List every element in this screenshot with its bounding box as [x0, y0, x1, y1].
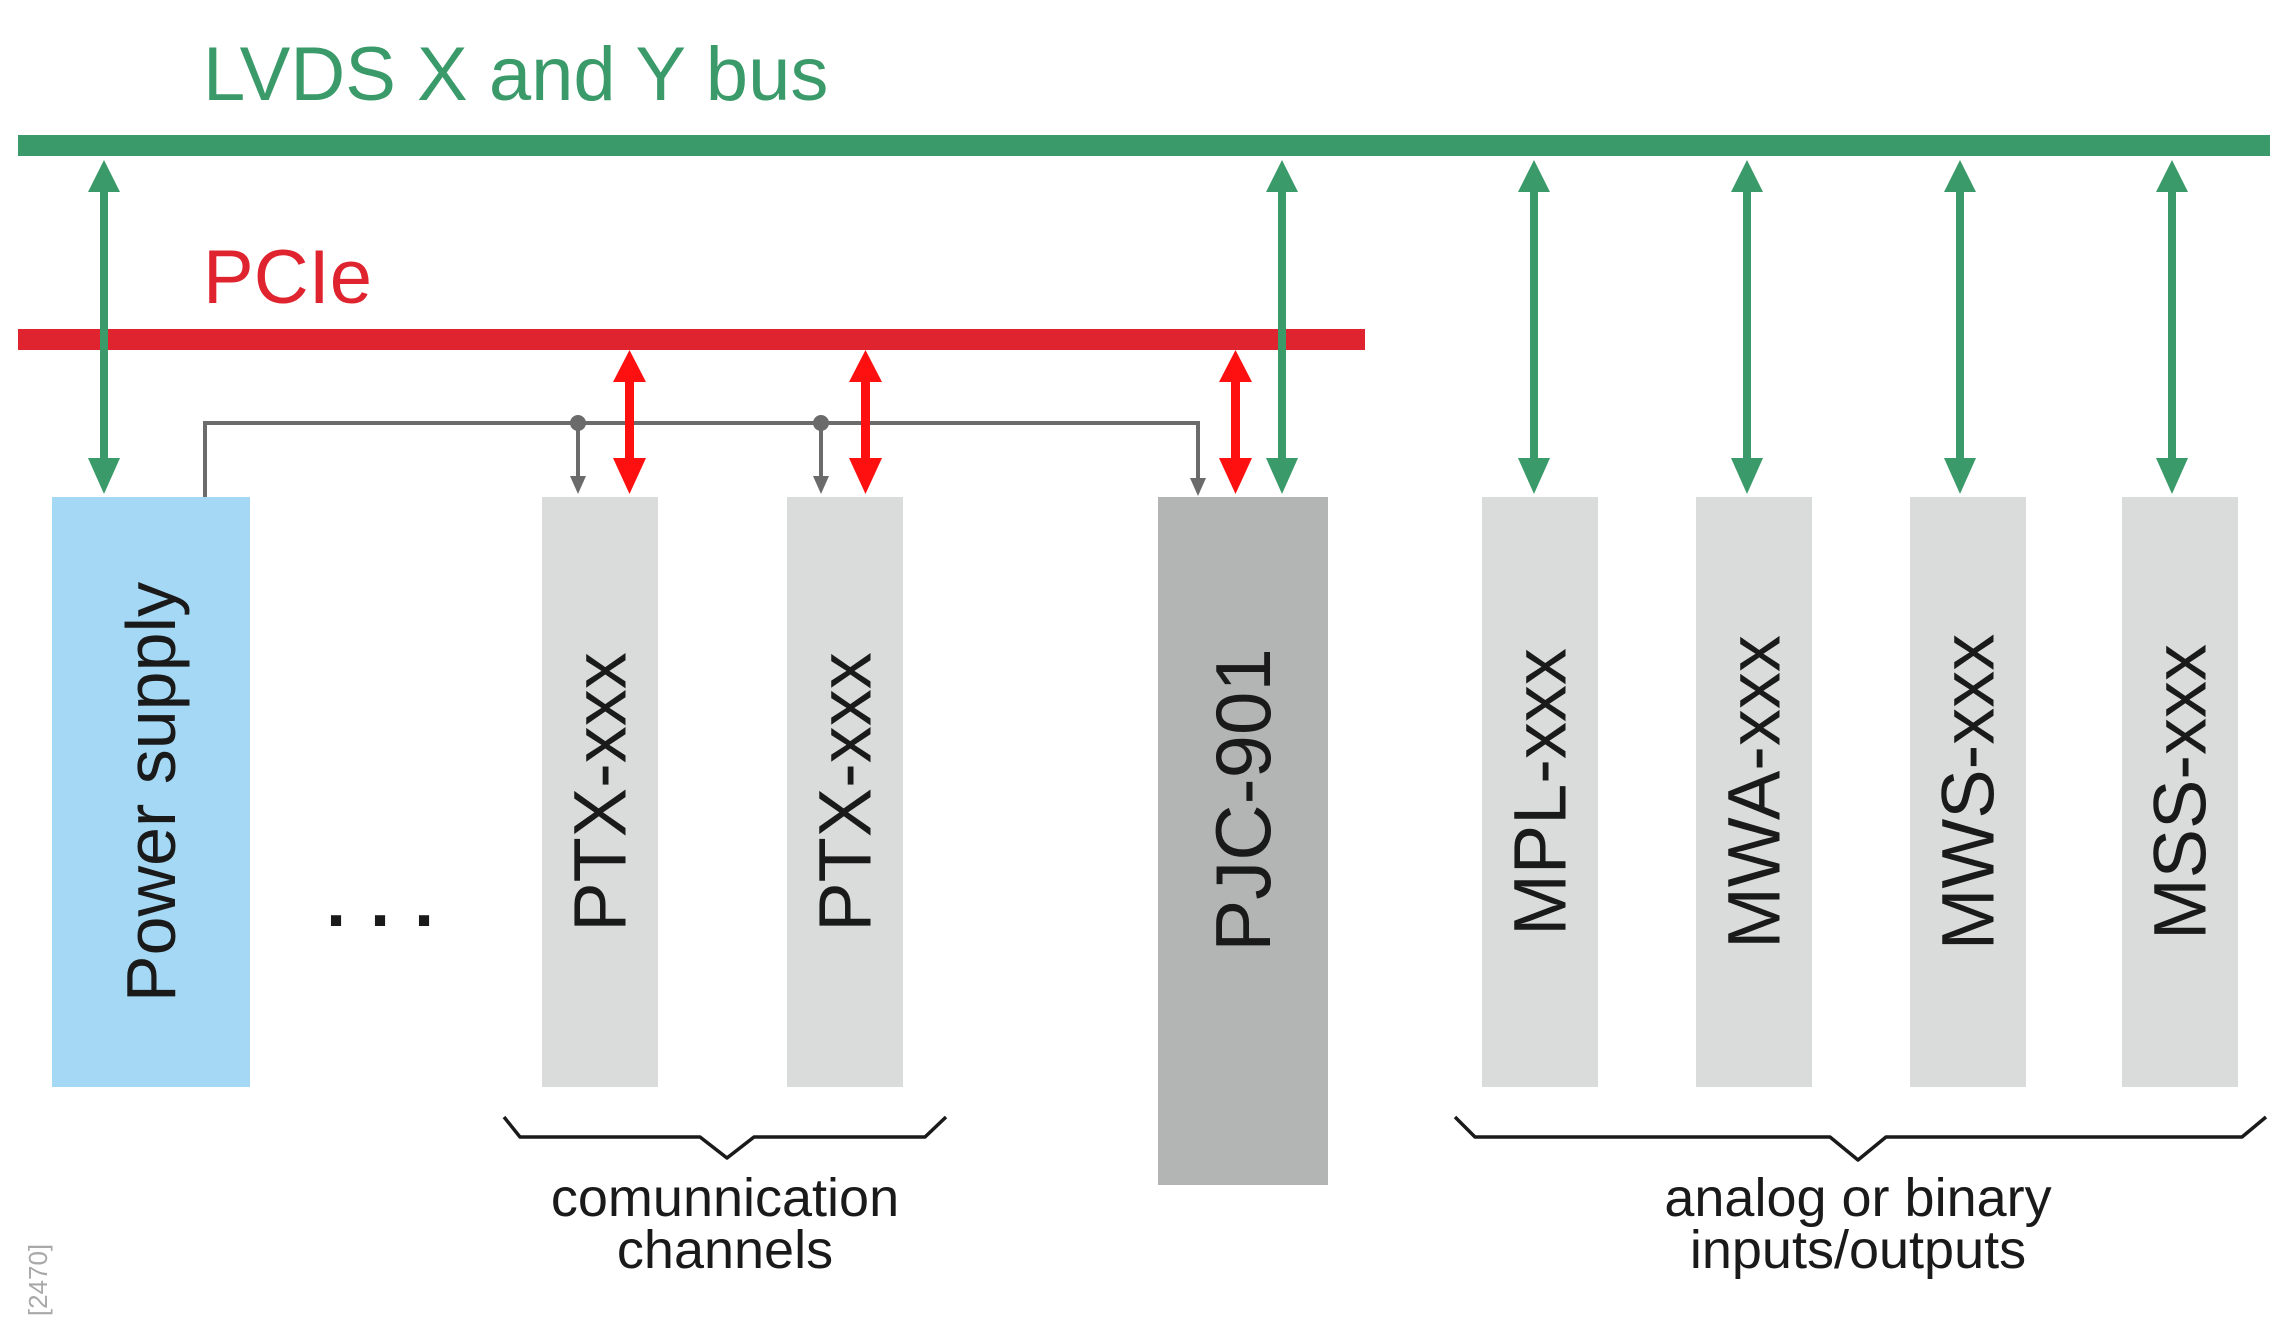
module-mwa-label: MWA-xxx [1713, 635, 1796, 949]
module-mws-label: MWS-xxx [1927, 634, 2010, 951]
lvds-arrow-pjc [1266, 160, 1298, 494]
communication-brace [502, 1115, 948, 1160]
module-ptx-1: PTX-xxx [542, 497, 658, 1087]
pcie-arrow-ptx-1 [613, 350, 646, 494]
module-power-supply: Power supply [52, 497, 250, 1087]
module-mss-label: MSS-xxx [2139, 644, 2222, 940]
module-mws: MWS-xxx [1910, 497, 2026, 1087]
lvds-bus-line [18, 135, 2270, 156]
module-pjc-901: PJC-901 [1158, 497, 1328, 1185]
communication-group-label-line1: comunnication [551, 1168, 899, 1228]
module-power-supply-label: Power supply [112, 582, 190, 1002]
lvds-arrow-power-supply [88, 160, 120, 494]
pcie-arrow-ptx-2 [849, 350, 882, 494]
module-ptx-2: PTX-xxx [787, 497, 903, 1087]
module-mss: MSS-xxx [2122, 497, 2238, 1087]
supply-wire [203, 421, 1200, 497]
pcie-bus-line [18, 329, 1365, 350]
lvds-arrow-mwa [1731, 160, 1763, 494]
module-pjc-901-label: PJC-901 [1199, 648, 1287, 951]
lvds-bus-label: LVDS X and Y bus [203, 32, 828, 117]
ptx-1-supply-tap [570, 415, 586, 494]
module-ptx-1-label: PTX-xxx [559, 652, 642, 932]
pcie-arrow-pjc [1219, 350, 1252, 494]
pcie-bus-label: PCIe [203, 235, 372, 320]
lvds-arrow-mws [1944, 160, 1976, 494]
figure-id: [2470] [23, 1244, 53, 1316]
ptx-2-supply-tap [813, 415, 829, 494]
lvds-arrow-mss [2156, 160, 2188, 494]
module-ptx-2-label: PTX-xxx [804, 652, 887, 932]
module-mwa: MWA-xxx [1696, 497, 1812, 1087]
io-group-label-line2: inputs/outputs [1690, 1220, 2026, 1280]
pjc-supply-arrowhead [1190, 478, 1206, 496]
module-mpl: MPL-xxx [1482, 497, 1598, 1087]
communication-group-label-line2: channels [617, 1220, 833, 1280]
module-mpl-label: MPL-xxx [1499, 648, 1582, 936]
more-modules-ellipsis: · · · [326, 881, 438, 961]
io-brace [1453, 1115, 2268, 1162]
lvds-arrow-mpl [1518, 160, 1550, 494]
io-group-label-line1: analog or binary [1664, 1168, 2051, 1228]
